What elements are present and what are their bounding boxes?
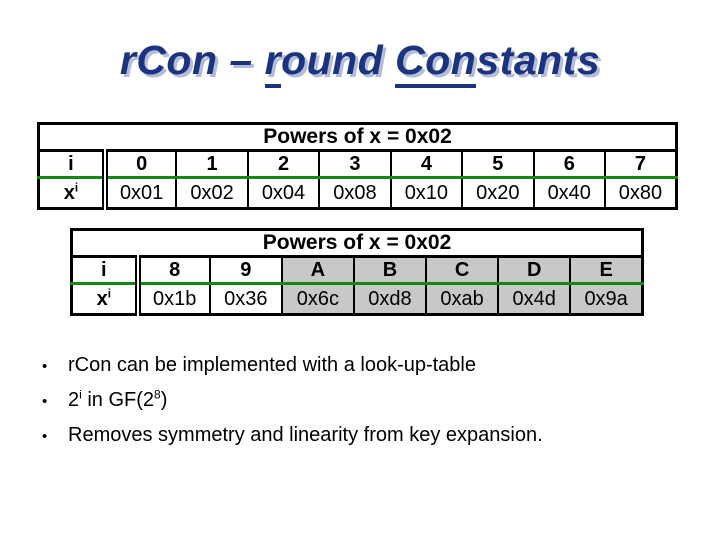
bullet-list: • rCon can be implemented with a look-up… <box>42 354 692 459</box>
index-cell-highlighted: D <box>497 256 571 285</box>
value-cell: 0x04 <box>246 177 320 209</box>
value-cell-highlighted: 0x6c <box>280 283 354 315</box>
row-header-xi: xi <box>38 177 108 209</box>
value-cell-highlighted: 0xab <box>425 283 499 315</box>
title-segment: rCon – <box>119 37 265 83</box>
bullet-text-segment: 2 <box>68 389 80 411</box>
index-cell-highlighted: B <box>352 256 427 285</box>
bullet-text-segment: in GF(2 <box>81 389 155 411</box>
value-cell: 0x02 <box>175 177 248 209</box>
value-cell: 0x01 <box>103 177 177 209</box>
row-header-i: i <box>71 256 141 285</box>
table-caption: Powers of x = 0x02 <box>71 229 643 258</box>
bullet-icon: • <box>42 428 48 445</box>
row-header-xi: xi <box>71 283 141 315</box>
superscript-8: 8 <box>154 387 161 402</box>
value-cell-highlighted: 0x9a <box>569 283 643 315</box>
index-cell: 2 <box>246 150 320 179</box>
bullet-icon: • <box>42 358 48 375</box>
value-cell-highlighted: 0xd8 <box>352 283 427 315</box>
title-segment: stants <box>476 37 601 83</box>
powers-table-low: Powers of x = 0x02 i 0 1 2 3 4 5 6 7 xi … <box>37 122 678 210</box>
xi-sup: i <box>107 286 111 300</box>
slide-title: rCon – round Constants <box>0 37 720 88</box>
index-cell: 3 <box>318 150 391 179</box>
bullet-text: Removes symmetry and linearity from key … <box>68 424 543 446</box>
bullet-item: • Removes symmetry and linearity from ke… <box>42 424 692 448</box>
bullet-text: 2i in GF(28) <box>68 387 168 412</box>
value-cell: 0x36 <box>208 283 282 315</box>
value-cell: 0x1b <box>136 283 210 315</box>
powers-table-high: Powers of x = 0x02 i 8 9 A B C D E xi 0x… <box>70 228 644 316</box>
value-cell: 0x08 <box>318 177 391 209</box>
index-cell: 5 <box>461 150 534 179</box>
bullet-text-segment: ) <box>160 389 168 411</box>
value-cell: 0x80 <box>603 177 677 209</box>
index-cell: 6 <box>532 150 605 179</box>
bullet-icon: • <box>42 393 48 410</box>
xi-sup: i <box>74 180 79 194</box>
row-header-i: i <box>38 150 108 179</box>
value-cell: 0x20 <box>461 177 534 209</box>
index-cell: 0 <box>103 150 177 179</box>
index-cell-highlighted: C <box>425 256 499 285</box>
value-cell: 0x10 <box>389 177 463 209</box>
bullet-text: rCon can be implemented with a look-up-t… <box>68 354 476 376</box>
bullet-item: • rCon can be implemented with a look-up… <box>42 354 692 378</box>
index-cell-highlighted: E <box>569 256 643 285</box>
title-segment: ound <box>281 37 396 83</box>
index-cell: 1 <box>175 150 248 179</box>
title-underlined-r: r <box>264 37 282 88</box>
value-cell: 0x40 <box>532 177 605 209</box>
xi-base: x <box>63 181 75 204</box>
xi-base: x <box>96 287 108 310</box>
index-cell: 7 <box>603 150 677 179</box>
index-cell-highlighted: A <box>280 256 354 285</box>
table-caption: Powers of x = 0x02 <box>38 123 677 152</box>
title-underlined-con: Con <box>395 37 477 88</box>
superscript-i: i <box>79 387 82 402</box>
index-cell: 4 <box>389 150 463 179</box>
index-cell: 9 <box>208 256 282 285</box>
index-cell: 8 <box>136 256 210 285</box>
bullet-item: • 2i in GF(28) <box>42 387 692 413</box>
value-cell-highlighted: 0x4d <box>497 283 571 315</box>
